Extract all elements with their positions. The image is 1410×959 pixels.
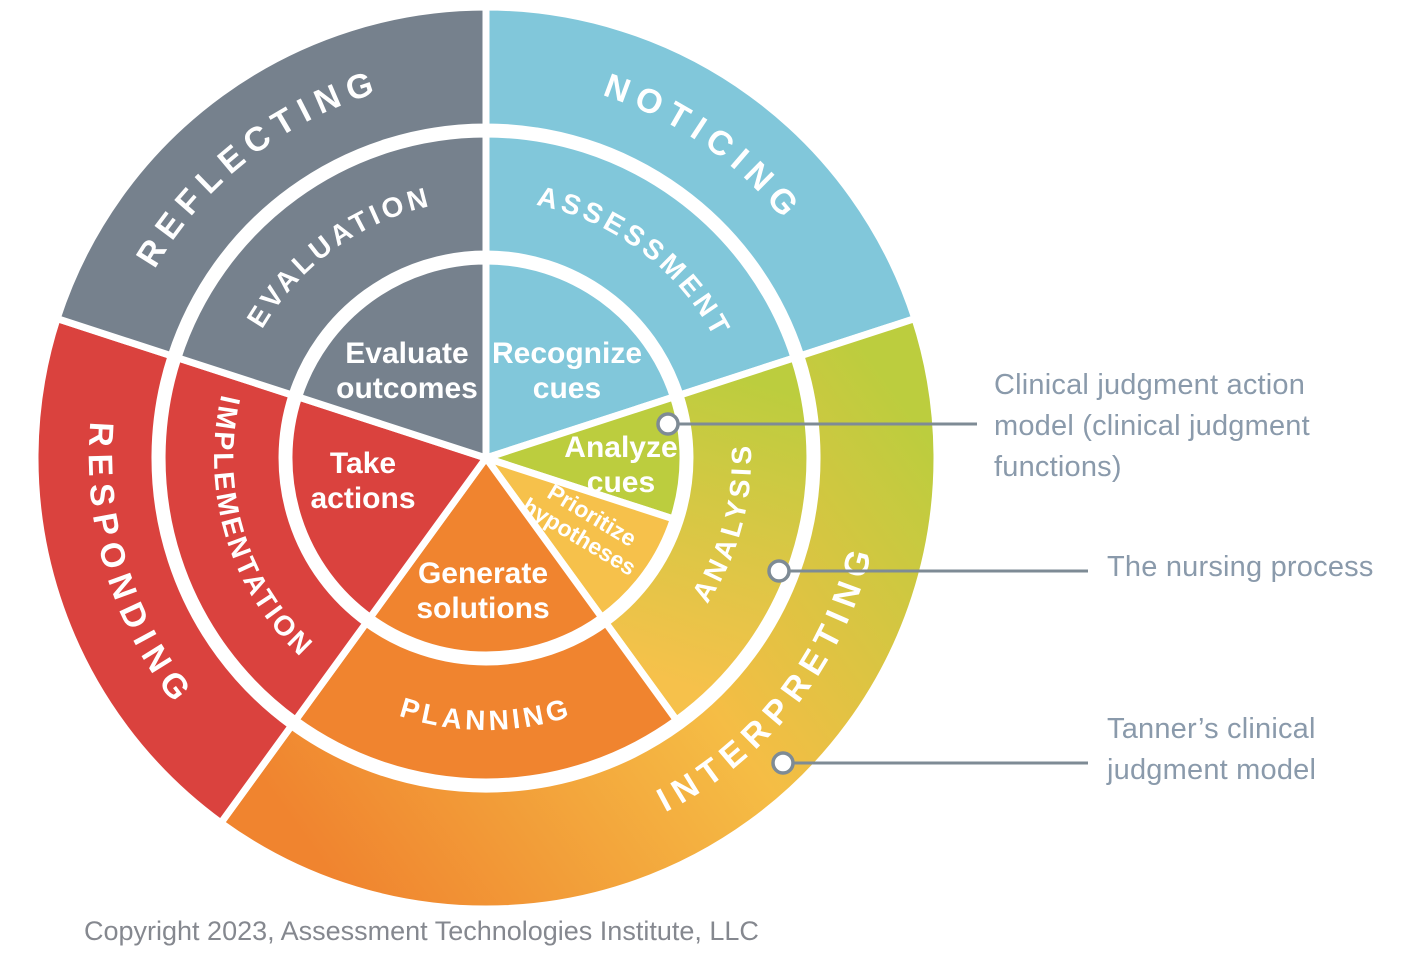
- callout-dot-icon: [767, 559, 791, 583]
- outer-segment-responding: [31, 315, 295, 827]
- outer-segment-noticing: [482, 3, 919, 360]
- annotation-tanners-clinical-judgment-model: Tanner’s clinical judgment model: [1107, 709, 1316, 791]
- inner-segment-take-actions: [285, 393, 490, 621]
- annotation-line: judgment model: [1107, 754, 1317, 786]
- callout-dot-icon: [771, 751, 795, 775]
- middle-segment-planning: [292, 619, 680, 786]
- middle-segment-evaluation: [174, 130, 490, 399]
- outer-segment-interpreting: [217, 315, 941, 913]
- callout-dot-icon: [656, 412, 680, 436]
- annotation-line: Tanner’s clinical: [1107, 713, 1316, 745]
- middle-segment-analysis: [602, 354, 814, 724]
- annotation-line: model (clinical judgment: [994, 410, 1310, 442]
- annotation-clinical-judgment-action-model: Clinical judgment action model (clinical…: [994, 365, 1310, 488]
- copyright-text: Copyright 2023, Assessment Technologies …: [84, 916, 759, 946]
- annotation-nursing-process: The nursing process: [1107, 547, 1374, 588]
- annotation-line: functions): [994, 451, 1122, 483]
- inner-segment-evaluate-outcomes: [295, 257, 490, 462]
- outer-segment-reflecting: [53, 3, 490, 360]
- middle-segment-assessment: [482, 130, 798, 399]
- middle-segment-implementation: [158, 354, 370, 724]
- inner-segment-generate-solutions: [366, 454, 606, 659]
- annotation-line: The nursing process: [1107, 551, 1374, 583]
- annotation-line: Clinical judgment action: [994, 369, 1306, 401]
